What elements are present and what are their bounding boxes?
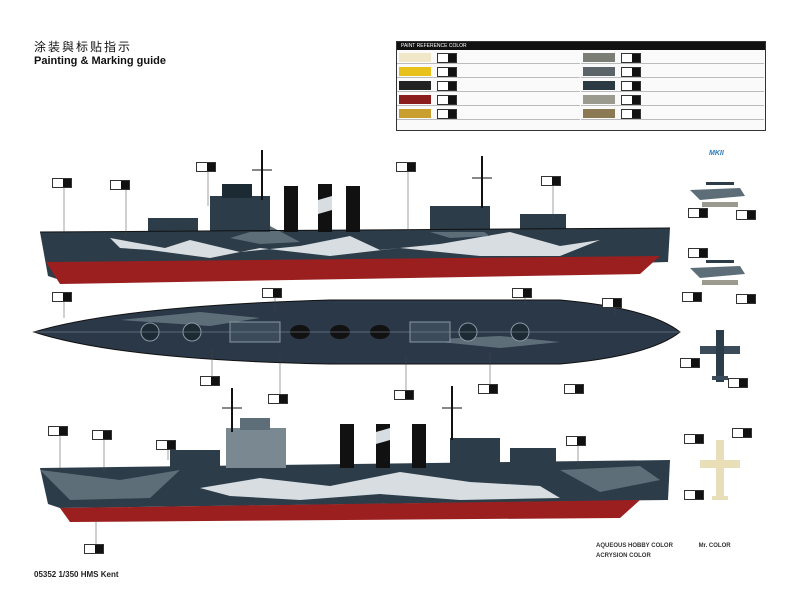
legend-aqueous: AQUEOUS HOBBY COLOR [596, 543, 673, 549]
callout-tag [736, 294, 756, 304]
paint-color-table: PAINT REFERENCE COLOR [396, 41, 766, 131]
color-swatch [583, 109, 615, 118]
ship-profile-top [39, 150, 671, 284]
callout-tag [196, 162, 216, 172]
callout-tag [396, 162, 416, 172]
aircraft-side-1 [690, 182, 745, 207]
color-swatch [399, 109, 431, 118]
aircraft-bottom [700, 440, 740, 500]
color-table-row [581, 94, 764, 106]
color-table-row [581, 108, 764, 120]
color-swatch [399, 53, 431, 62]
callout-tag [262, 288, 282, 298]
callout-tag [52, 292, 72, 302]
ship-profile-bottom [40, 386, 670, 522]
color-table-row [397, 80, 580, 92]
page-title-en: Painting & Marking guide [34, 55, 167, 67]
callout-tag [48, 426, 68, 436]
callout-tag [110, 180, 130, 190]
color-code-tag [621, 67, 641, 77]
color-code-tag [621, 95, 641, 105]
hull-boottop-bottom [60, 500, 640, 522]
callout-tag [684, 434, 704, 444]
legend-acrysion: ACRYSION COLOR [596, 553, 651, 559]
callout-tag [684, 490, 704, 500]
callout-tag [92, 430, 112, 440]
ship-plan-view [32, 299, 681, 365]
color-code-tag [621, 81, 641, 91]
color-swatch [583, 81, 615, 90]
legend-mr-color: Mr. COLOR [698, 543, 731, 549]
color-swatch [399, 67, 431, 76]
callout-tag [728, 378, 748, 388]
table-heading: PAINT REFERENCE COLOR [397, 42, 765, 50]
callout-tag [268, 394, 288, 404]
callout-tag [680, 358, 700, 368]
callout-tag [478, 384, 498, 394]
color-table-row [581, 66, 764, 78]
color-swatch [399, 81, 431, 90]
color-table-row [397, 94, 580, 106]
callout-tag [394, 390, 414, 400]
callout-tag [84, 544, 104, 554]
legend-line-2: ACRYSION COLOR [596, 553, 651, 559]
color-swatch [583, 53, 615, 62]
color-swatch [583, 95, 615, 104]
callout-tag [736, 210, 756, 220]
color-code-tag [437, 53, 457, 63]
callout-tag [688, 248, 708, 258]
callout-tag [512, 288, 532, 298]
hull-boottop-top [46, 256, 660, 284]
color-table-row [397, 66, 580, 78]
callout-tag [732, 428, 752, 438]
color-code-tag [621, 53, 641, 63]
color-code-tag [437, 81, 457, 91]
color-swatch [583, 67, 615, 76]
aircraft-label: MKII [709, 150, 724, 157]
callout-tag [682, 292, 702, 302]
callout-tag [200, 376, 220, 386]
callout-tag [688, 208, 708, 218]
camo-bottom [200, 472, 560, 500]
legend-line-1: AQUEOUS HOBBY COLOR Mr. COLOR [596, 543, 731, 549]
color-table-row [581, 80, 764, 92]
callout-tag [602, 298, 622, 308]
color-table-row [397, 108, 580, 120]
aircraft-side-2 [690, 260, 745, 285]
page-title-cn: 涂装與标贴指示 [34, 40, 133, 54]
camo-top [110, 232, 600, 258]
color-code-tag [437, 95, 457, 105]
callout-tag [564, 384, 584, 394]
color-code-tag [437, 109, 457, 119]
color-table-row [581, 52, 764, 64]
color-table-row [397, 52, 580, 64]
product-footer: 05352 1/350 HMS Kent [34, 570, 119, 579]
color-code-tag [621, 109, 641, 119]
callout-tag [566, 436, 586, 446]
color-code-tag [437, 67, 457, 77]
callout-tag [52, 178, 72, 188]
aircraft-top [700, 330, 740, 382]
color-swatch [399, 95, 431, 104]
callout-tag [541, 176, 561, 186]
callout-tag [156, 440, 176, 450]
